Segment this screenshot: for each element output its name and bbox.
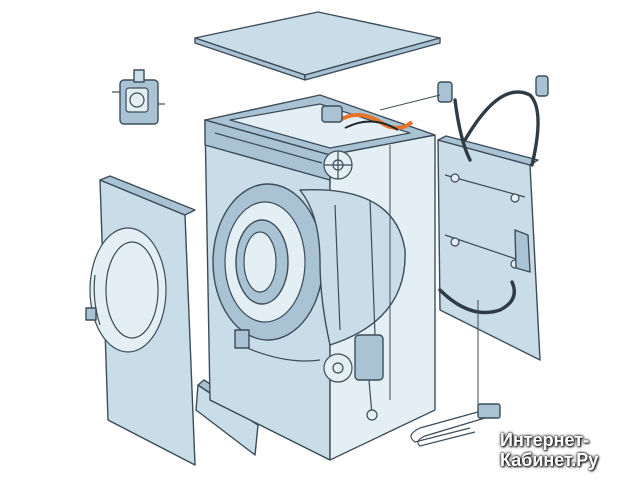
drain-hose [438, 280, 516, 315]
top-wiring [321, 105, 414, 131]
watermark-line1: Интернет- [500, 430, 590, 450]
watermark: Интернет- Кабинет.Ру [500, 430, 630, 470]
leader-line [379, 94, 441, 111]
back-panel [437, 135, 541, 361]
top-lid [194, 11, 441, 81]
door-lock-module [112, 69, 165, 125]
drum-pulley [323, 150, 353, 180]
drum-assembly [212, 183, 406, 346]
inlet-hose [437, 75, 549, 167]
motor-assembly [234, 329, 384, 421]
watermark-line2: Кабинет.Ру [500, 450, 599, 470]
heating-element [410, 403, 501, 447]
front-panel [85, 175, 196, 466]
